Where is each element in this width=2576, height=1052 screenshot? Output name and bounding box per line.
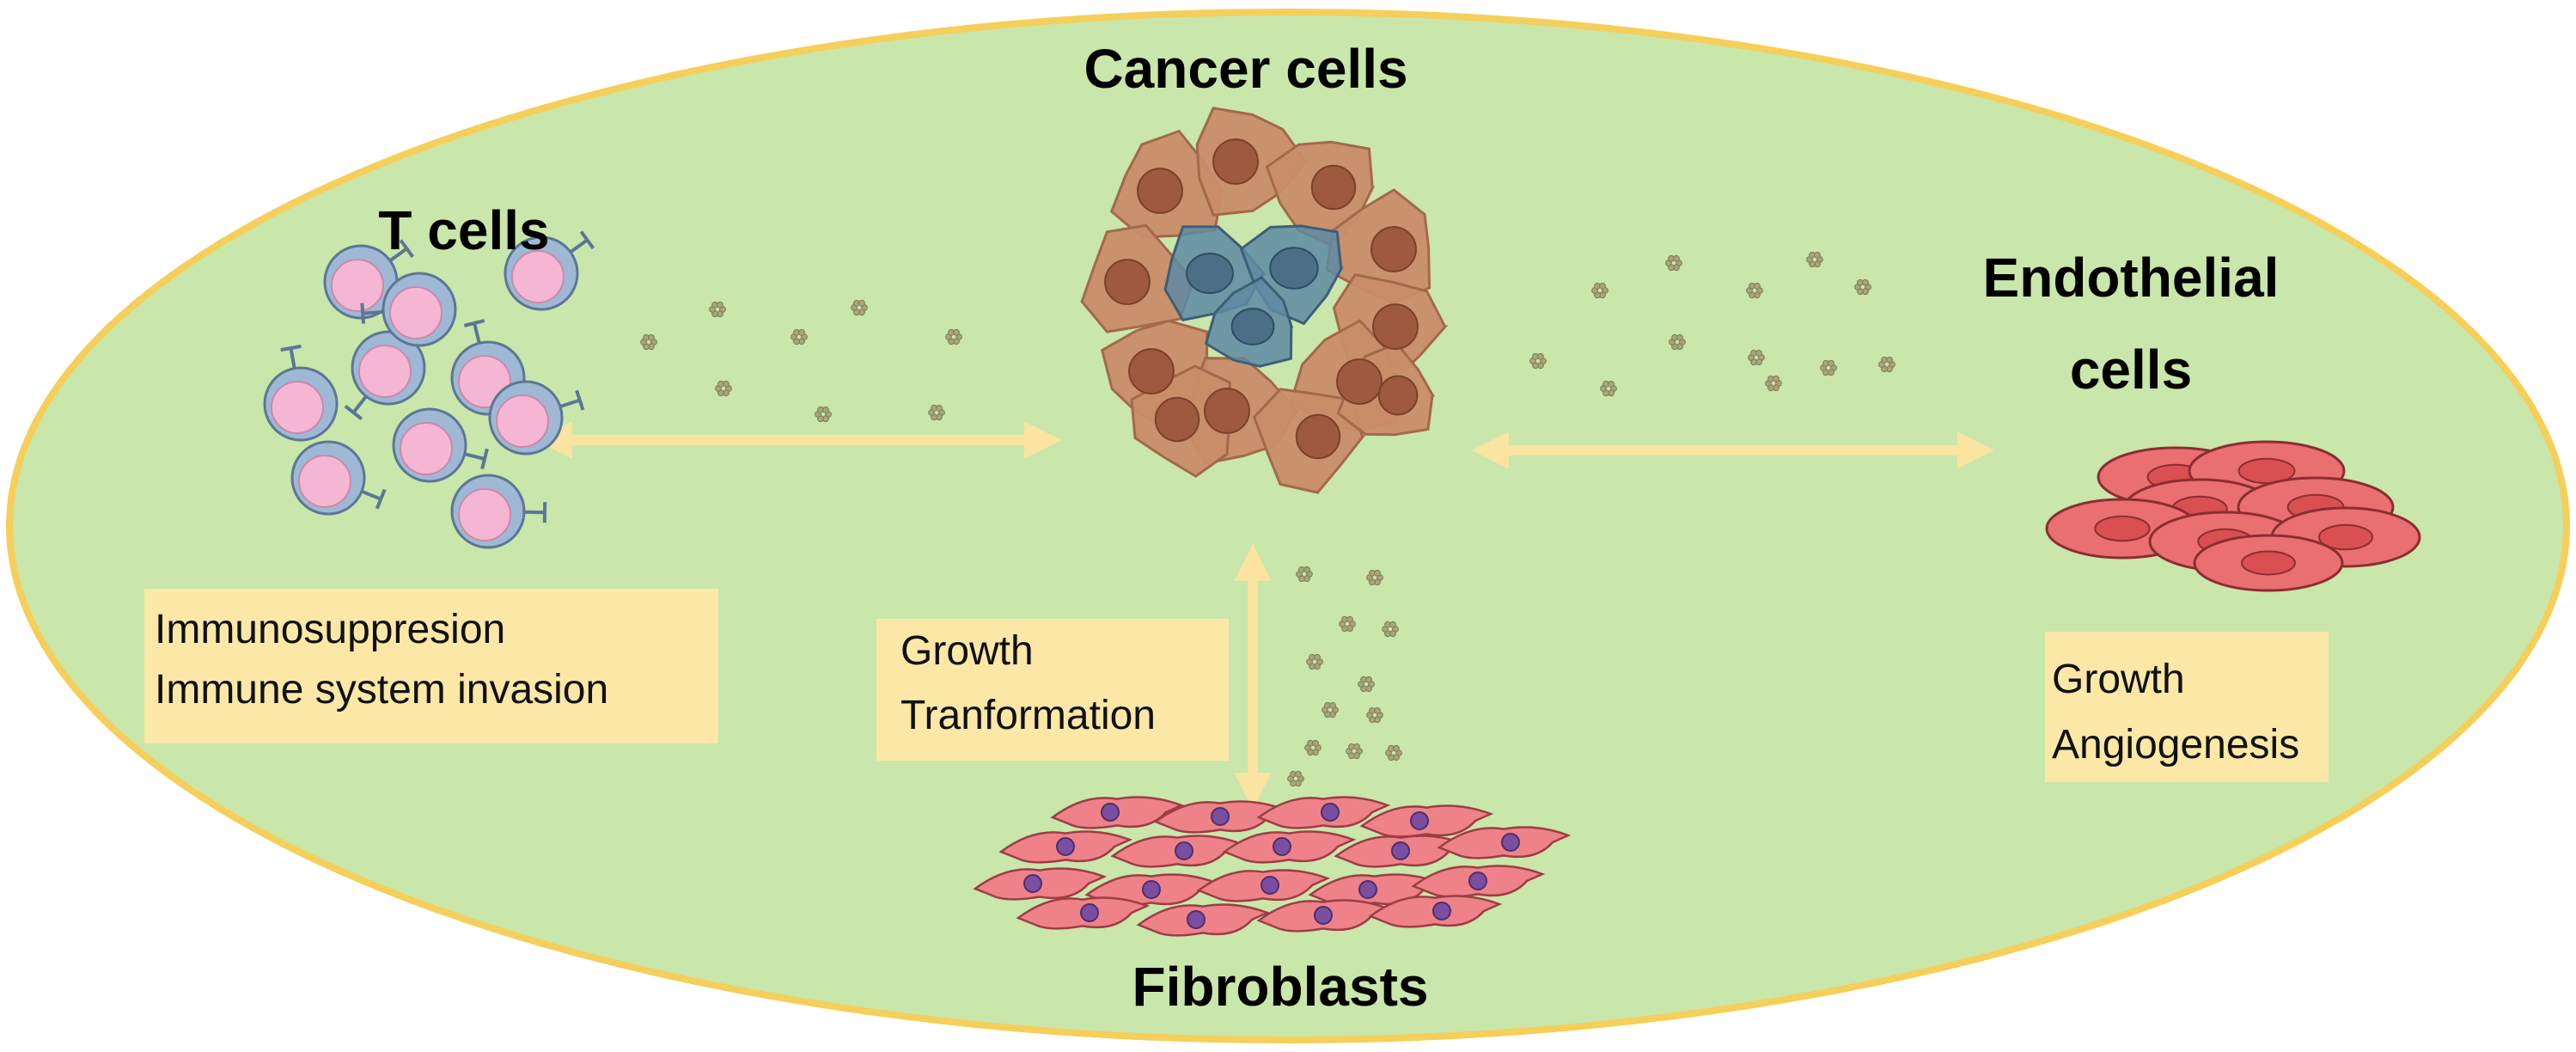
fibroblast-cluster: [973, 796, 1572, 937]
cytokine-icon: [640, 333, 657, 351]
effect-box-fibroblasts: Growth Tranformation: [876, 619, 1229, 761]
cancer-nucleus: [1377, 375, 1419, 416]
fibroblast-icon: [1256, 796, 1391, 829]
cancer-nucleus: [1204, 388, 1250, 434]
fibroblast-icon: [1196, 869, 1331, 902]
cancer-core-nucleus: [1230, 308, 1275, 346]
fibroblast-icon: [1136, 903, 1271, 937]
t-cell-cluster: [263, 230, 595, 549]
cytokine-icon: [851, 299, 868, 316]
t-cell-icon: [344, 330, 426, 420]
endothelial-cell-icon: [2193, 534, 2344, 592]
cytokine-icon: [1385, 744, 1402, 761]
title-endothelial-line2: cells: [2070, 339, 2192, 401]
cytokine-icon: [1339, 615, 1356, 633]
effect-box-tcells: Immunosuppresion Immune system invasion: [144, 589, 718, 743]
title-cancer-cells: Cancer cells: [1084, 38, 1407, 100]
fibroblast-icon: [1016, 896, 1151, 930]
cancer-core-nucleus: [1269, 247, 1319, 290]
fibroblast-icon: [1222, 830, 1357, 864]
cancer-nucleus: [1310, 164, 1357, 211]
cancer-nucleus: [1336, 358, 1383, 405]
svg-text:Growth: Growth: [2052, 657, 2185, 702]
cancer-nucleus: [1128, 348, 1175, 394]
t-cell-icon: [488, 380, 585, 456]
t-cell-icon: [360, 272, 457, 347]
cytokine-icon: [1296, 566, 1313, 583]
microenvironment-ellipse: [6, 9, 2570, 1043]
svg-text:Angiogenesis: Angiogenesis: [2052, 722, 2299, 768]
cytokine-icon: [709, 301, 726, 318]
fibroblast-icon: [973, 867, 1108, 901]
cancer-nucleus: [1212, 138, 1259, 185]
cancer-cell-cluster: [1080, 107, 1449, 494]
cytokine-icon: [1591, 282, 1608, 299]
cancer-nucleus: [1137, 168, 1183, 214]
cytokine-icon: [1322, 701, 1339, 719]
cytokine-icon: [1806, 251, 1823, 268]
cytokine-icon: [1746, 282, 1763, 299]
cancer-nucleus: [1154, 396, 1200, 443]
cytokine-icon: [1669, 333, 1686, 351]
fibroblast-icon: [1153, 800, 1288, 834]
svg-text:Tranformation: Tranformation: [900, 693, 1156, 738]
cytokine-icon: [1820, 359, 1837, 376]
cytokine-icon: [1287, 770, 1304, 787]
cytokine-icon: [928, 404, 945, 421]
t-cell-icon: [392, 407, 489, 483]
cytokine-icon: [1382, 621, 1399, 638]
cytokine-icon: [1366, 569, 1383, 586]
cytokine-icon: [1346, 743, 1363, 760]
cytokine-icon: [815, 406, 832, 423]
cytokine-icon: [715, 380, 732, 397]
t-cell-icon: [323, 239, 415, 320]
cytokine-icon: [1878, 356, 1895, 373]
cancer-nucleus: [1104, 259, 1151, 305]
cytokine-icon: [1358, 676, 1375, 693]
svg-text:Immune system invasion: Immune system invasion: [155, 667, 608, 713]
fibroblast-icon: [1334, 835, 1468, 868]
cytokine-icon: [945, 328, 962, 346]
t-cell-icon: [450, 474, 547, 549]
endothelial-cell-cluster: [2045, 440, 2421, 592]
title-endothelial-line1: Endothelial: [1983, 247, 2280, 309]
fibroblast-icon: [1050, 796, 1185, 829]
cytokine-icon: [1748, 349, 1765, 366]
cytokine-icon: [1366, 706, 1383, 724]
fibroblast-icon: [1437, 826, 1572, 859]
title-t-cells: T cells: [378, 199, 549, 261]
cytokine-icon: [1529, 352, 1547, 370]
cancer-nucleus: [1295, 413, 1341, 460]
cytokine-icon: [1665, 254, 1682, 272]
t-cell-icon: [504, 230, 595, 311]
title-fibroblasts: Fibroblasts: [1132, 956, 1429, 1018]
cytokine-icon: [1600, 380, 1617, 397]
effect-box-endothelial: Growth Angiogenesis: [2045, 632, 2329, 782]
svg-text:Growth: Growth: [900, 628, 1034, 674]
cytokine-icon: [1854, 278, 1871, 296]
svg-text:Immunosuppresion: Immunosuppresion: [155, 607, 505, 652]
fibroblast-icon: [1368, 895, 1503, 928]
t-cell-icon: [290, 440, 387, 516]
t-cell-icon: [263, 344, 339, 442]
cytokine-icon: [1765, 375, 1782, 392]
cancer-core-nucleus: [1186, 252, 1234, 295]
cytokine-icon: [1304, 739, 1322, 756]
fibroblast-icon: [998, 830, 1133, 864]
cancer-nucleus: [1370, 226, 1417, 272]
cancer-nucleus: [1372, 303, 1419, 350]
cytokine-icon: [1306, 653, 1323, 670]
cytokine-icon: [791, 328, 808, 346]
cytokine-particles: [640, 251, 1895, 787]
